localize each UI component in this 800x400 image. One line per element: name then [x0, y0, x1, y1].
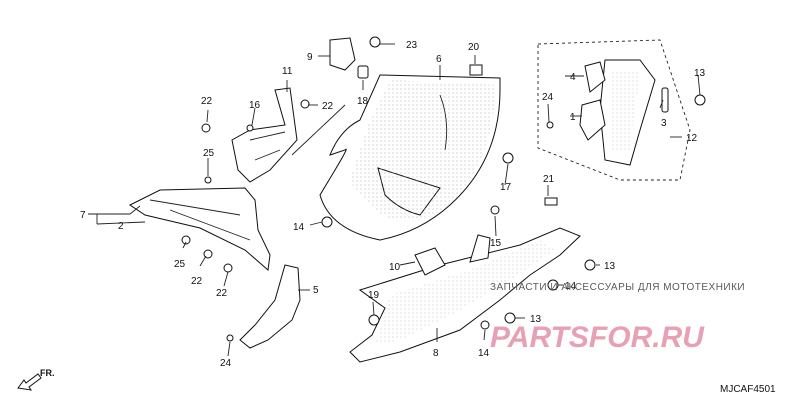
callout-21: 21 [543, 174, 555, 185]
callout-14: 14 [478, 348, 490, 359]
upper-cowl-part [319, 74, 501, 241]
callout-24: 24 [220, 358, 232, 369]
callout-15: 15 [490, 238, 502, 249]
direction-label: FR. [40, 368, 55, 378]
leader-lines [88, 43, 701, 357]
callout-22: 22 [322, 101, 334, 112]
stay-bracket-part [231, 87, 298, 183]
callout-8: 8 [433, 348, 439, 359]
callout-3: 3 [661, 118, 667, 129]
callout-11: 11 [282, 66, 293, 77]
callout-7: 7 [80, 210, 86, 221]
callout-13: 13 [694, 68, 706, 79]
mount-bracket-part [329, 37, 369, 79]
front-direction-arrow-icon [17, 373, 42, 391]
callout-14: 14 [565, 281, 577, 292]
callout-1: 1 [570, 112, 576, 123]
diagram-code: MJCAF4501 [720, 384, 776, 395]
callout-12: 12 [686, 133, 698, 144]
callout-24: 24 [542, 92, 554, 103]
watermark-tagline: ЗАПЧАСТИ И АКСЕССУАРЫ ДЛЯ МОТОТЕХНИКИ [490, 282, 745, 293]
callout-22: 22 [216, 288, 228, 299]
callout-6: 6 [436, 54, 442, 65]
meter-panel-assembly [537, 39, 691, 181]
watermark-logo: PARTSFOR.RU [490, 321, 705, 354]
callout-19: 19 [368, 290, 380, 301]
callout-18: 18 [357, 96, 369, 107]
callout-25: 25 [174, 259, 186, 270]
callout-13: 13 [604, 261, 616, 272]
callout-22: 22 [191, 276, 203, 287]
callout-14: 14 [293, 222, 305, 233]
callout-2: 2 [118, 221, 124, 232]
fastener-bolts [181, 36, 706, 342]
side-panel-part [239, 264, 301, 349]
callout-20: 20 [468, 42, 480, 53]
callout-5: 5 [313, 285, 319, 296]
callout-23: 23 [406, 40, 418, 51]
callout-22: 22 [201, 96, 213, 107]
lower-cowl-part [349, 227, 581, 363]
callout-9: 9 [307, 52, 313, 63]
callout-13: 13 [530, 314, 542, 325]
callout-16: 16 [249, 100, 261, 111]
inner-cover-part [129, 187, 271, 271]
callout-4: 4 [570, 72, 576, 83]
callout-25: 25 [203, 148, 215, 159]
callout-10: 10 [389, 262, 401, 273]
callout-17: 17 [500, 182, 512, 193]
